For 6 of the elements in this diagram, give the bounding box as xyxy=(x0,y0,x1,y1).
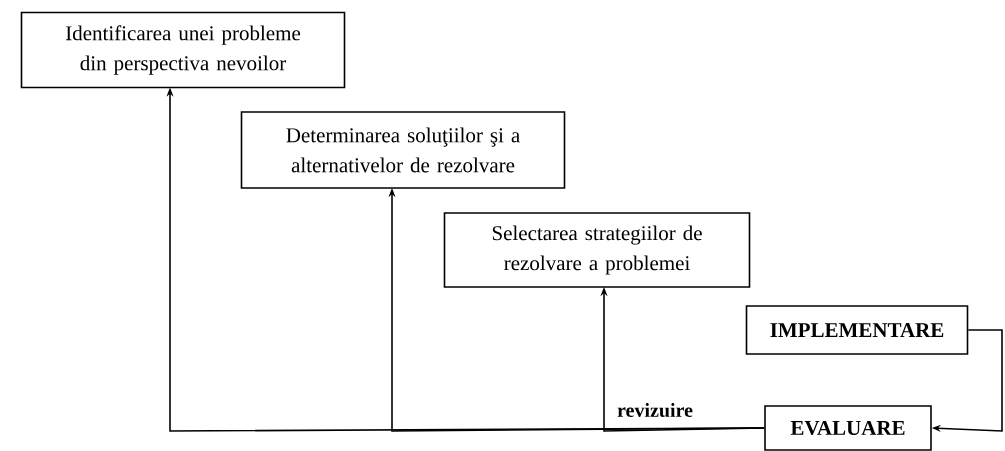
process-box: Identificarea unei probleme din perspectiva nevoilor xyxy=(20,11,346,89)
process-box: IMPLEMENTARE xyxy=(745,305,969,355)
process-box: Selectarea strategiilor de rezolvare a problemei xyxy=(443,212,751,288)
edge-label: revizuire xyxy=(616,401,694,419)
process-box: Determinarea soluţiilor şi a alternativelor de rezolvare xyxy=(240,111,566,189)
process-box: EVALUARE xyxy=(764,405,932,451)
